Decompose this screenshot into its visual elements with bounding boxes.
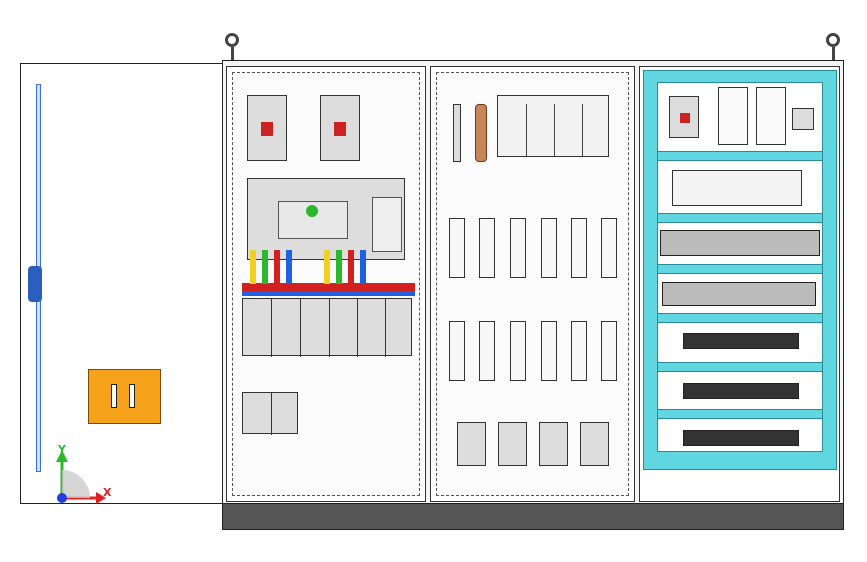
din-rail-2 <box>657 213 823 223</box>
handle-slot-right <box>129 384 135 408</box>
fuse-holder-1 <box>449 218 465 278</box>
fuse-holder-6 <box>601 218 617 278</box>
power-supply-1 <box>718 87 748 145</box>
terminal-block-row-2 <box>662 282 816 306</box>
handle-slot-left <box>111 384 117 408</box>
terminal-wire-7 <box>348 250 354 284</box>
terminal-wire-8 <box>360 250 366 284</box>
small-breaker-3 <box>539 422 568 466</box>
terminal-wire-1 <box>250 250 256 284</box>
cabinet-plinth <box>222 503 844 530</box>
terminal-block-row-1 <box>660 230 820 256</box>
axis-y-label: Y <box>58 443 66 456</box>
din-rail-5 <box>657 362 823 372</box>
terminal-wire-3 <box>274 250 280 284</box>
power-supply-2 <box>756 87 786 145</box>
lifting-eye-left-stem <box>231 47 234 60</box>
fuse-holder-7 <box>449 321 465 381</box>
terminal-wire-2 <box>262 250 268 284</box>
fuse-holder-10 <box>541 321 557 381</box>
fuse-holder-12 <box>601 321 617 381</box>
terminal-strip-small <box>453 104 461 162</box>
din-rail-1 <box>657 151 823 161</box>
terminal-wire-4 <box>286 250 292 284</box>
fuse-holder-11 <box>571 321 587 381</box>
small-breaker-4 <box>580 422 609 466</box>
lifting-eye-right-icon <box>826 33 840 47</box>
fuse-holder-2 <box>479 218 495 278</box>
ground-bar <box>475 104 487 162</box>
bus-bar-blue <box>242 291 415 296</box>
fuse-holder-5 <box>571 218 587 278</box>
fuse-holder-3 <box>510 218 526 278</box>
din-rail-3 <box>657 264 823 274</box>
main-breaker-2 <box>320 95 360 161</box>
small-breaker-2 <box>498 422 527 466</box>
din-rail-4 <box>657 313 823 323</box>
lifting-eye-right-stem <box>832 47 835 60</box>
terminal-block-row-3 <box>683 333 799 349</box>
main-breaker-1 <box>247 95 287 161</box>
door-latch-icon[interactable] <box>28 266 42 302</box>
io-module <box>672 170 802 206</box>
fuse-holder-9 <box>510 321 526 381</box>
plc-unit <box>247 178 405 260</box>
meter-device <box>669 96 699 138</box>
axis-x-label: X <box>103 486 112 499</box>
terminal-wire-5 <box>324 250 330 284</box>
power-supply-group <box>497 95 609 157</box>
breaker-pair <box>242 392 298 435</box>
small-breaker-1 <box>457 422 486 466</box>
lifting-eye-left-icon <box>225 33 239 47</box>
terminal-wire-6 <box>336 250 342 284</box>
bus-bar-red <box>242 283 415 291</box>
fuse-holder-8 <box>479 321 495 381</box>
fuse-holder-4 <box>541 218 557 278</box>
relay-block <box>792 108 814 130</box>
breaker-row-1 <box>242 298 412 357</box>
terminal-block-row-4 <box>683 383 799 399</box>
door-handle-icon[interactable] <box>88 369 161 424</box>
din-rail-6 <box>657 409 823 419</box>
terminal-block-row-5 <box>683 430 799 446</box>
